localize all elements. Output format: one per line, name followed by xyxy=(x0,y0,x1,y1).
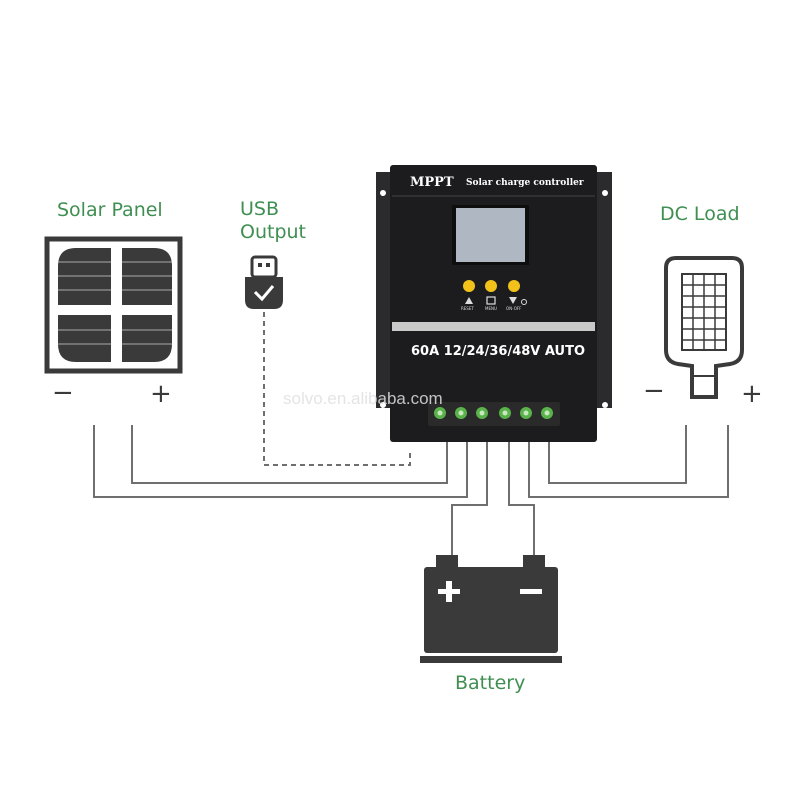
load-minus-sign: − xyxy=(643,376,665,406)
charge-controller xyxy=(376,165,612,442)
usb-label-line1: USB xyxy=(240,198,280,220)
usb-label-line2: Output xyxy=(240,221,306,243)
battery-label: Battery xyxy=(455,672,526,694)
terminal-block xyxy=(434,407,553,419)
controller-title: Solar charge controller xyxy=(466,178,584,188)
controller-brand: MPPT xyxy=(410,175,454,190)
watermark: solvo.en.alibaba.com xyxy=(283,389,443,408)
solar-minus-sign: − xyxy=(52,378,74,408)
menu-label: MENU xyxy=(485,306,497,311)
reset-label: RESET xyxy=(461,306,474,311)
on-off-label: ON-OFF xyxy=(506,306,522,311)
on-off-button[interactable] xyxy=(508,280,520,292)
solar-plus-sign: + xyxy=(150,379,172,409)
lcd-screen xyxy=(456,208,525,262)
battery-icon xyxy=(420,555,562,663)
wires xyxy=(93,420,729,555)
solar-panel-label: Solar Panel xyxy=(57,199,163,221)
dc-load-label: DC Load xyxy=(660,203,740,225)
controller-rating: 60A 12/24/36/48V AUTO xyxy=(411,344,586,359)
usb-wire xyxy=(263,312,411,466)
menu-button[interactable] xyxy=(485,280,497,292)
load-plus-sign: + xyxy=(741,379,763,409)
solar-panel-icon xyxy=(44,236,183,374)
usb-plug-icon xyxy=(245,255,283,309)
led-lamp-icon xyxy=(664,256,744,399)
reset-button[interactable] xyxy=(463,280,475,292)
